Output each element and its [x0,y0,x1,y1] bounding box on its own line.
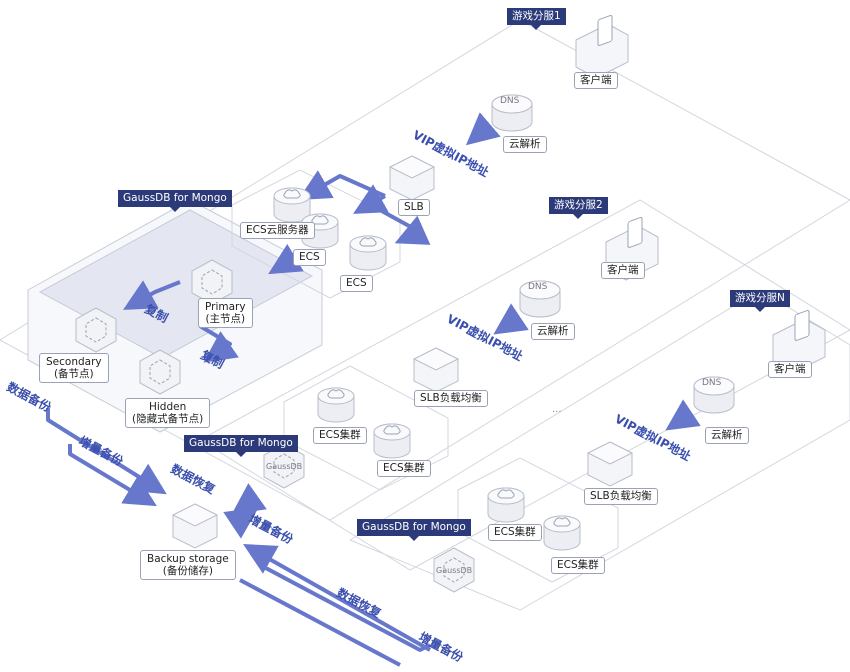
client-label-1: 客户端 [574,72,618,89]
hidden-desc: (隐藏式备节点) [132,413,204,425]
zone-tag-1: 游戏分服1 [507,8,566,30]
slb-label: SLB [398,199,430,216]
dns-label-1: 云解析 [503,136,547,153]
slb-lb-label-1: SLB负载均衡 [414,390,488,407]
gaussdb-tag-2: GaussDB for Mongo [184,435,298,457]
ecs-cluster-label-3: ECS集群 [488,524,542,541]
ecs-cluster-label-1: ECS集群 [313,427,367,444]
backup-name: Backup storage [147,553,229,565]
dns-label-n: 云解析 [705,427,749,444]
ellipsis: ... [552,404,562,415]
primary-name: Primary [205,301,246,313]
gaussdb-tag-1: GaussDB for Mongo [118,190,232,212]
secondary-desc: (备节点) [53,368,94,380]
ecs-server-label: ECS云服务器 [240,222,315,239]
client-label-2: 客户端 [601,262,645,279]
zone-tag-n: 游戏分服N [730,290,790,312]
gaussdb-tag-3: GaussDB for Mongo [357,519,471,541]
slb-lb-label-n: SLB负载均衡 [584,488,658,505]
gaussdb-icon: GaussDB [436,566,473,575]
dns-icon: DNS [528,282,548,292]
gaussdb-icon: GaussDB [266,462,303,471]
secondary-label: Secondary (备节点) [39,353,109,383]
backup-storage-label: Backup storage (备份储存) [140,550,236,580]
hidden-name: Hidden [148,401,187,413]
ecs-label-1: ECS [293,249,326,266]
backup-desc: (备份储存) [162,565,213,577]
dns-icon: DNS [500,96,520,106]
primary-label: Primary (主节点) [198,298,253,328]
ecs-cluster-label-2: ECS集群 [377,460,431,477]
zone-tag-2: 游戏分服2 [549,197,608,219]
client-label-n: 客户端 [768,361,812,378]
dns-label-2: 云解析 [531,323,575,340]
hidden-label: Hidden (隐藏式备节点) [125,398,211,428]
dns-icon: DNS [702,378,722,388]
ecs-cluster-label-4: ECS集群 [551,557,605,574]
primary-desc: (主节点) [205,313,246,325]
secondary-name: Secondary [46,356,102,368]
ecs-label-2: ECS [340,275,373,292]
